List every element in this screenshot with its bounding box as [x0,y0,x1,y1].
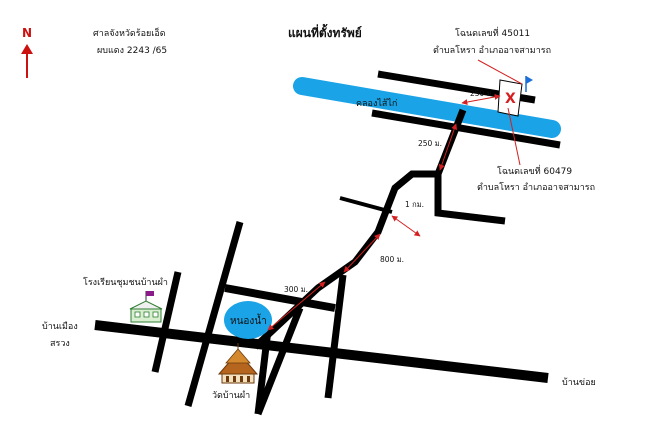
distance-label-5: 300 ม. [284,285,308,294]
distance-label-3: 1 กม. [405,200,424,209]
road-main-east-west [94,320,549,383]
pond: หนองน้ำ [224,301,272,339]
court-name: ศาลจังหวัดร้อยเอ็ด [93,26,166,39]
road-school-link [151,271,182,373]
village-west-label-line1: บ้านเมือง [42,321,78,332]
road-east-vertical [324,274,347,399]
temple-label: วัดบ้านผำ [212,390,250,401]
distance-arrows [267,94,501,331]
road-to-temple [254,329,272,415]
distance-label-2: 250 ม. [418,139,442,148]
village-east-label: บ้านข่อย [562,377,596,388]
pointer-lines [477,59,523,166]
case-reference: ผบแดง 2243 /65 [97,46,167,56]
deed-1-location: ตำบลโหรา อำเภออาจสามารถ [433,45,551,56]
deed-2-number: โฉนดเลขที่ 60479 [497,164,572,177]
deed-1-number: โฉนดเลขที่ 45011 [455,26,530,39]
deed-2-location: ตำบลโหรา อำเภออาจสามารถ [477,182,595,193]
village-west-label-line2: สรวง [50,339,70,349]
road-east-branch [434,174,506,225]
canal-water [293,77,561,138]
school-icon [129,291,163,323]
north-arrow: N [21,26,33,78]
road-crossing-north [339,196,393,214]
road-south-of-canal [371,109,561,149]
temple-icon [217,343,259,384]
distance-label-1: 250 ม. [470,89,494,98]
road-west-vertical [184,221,244,407]
distance-label-4: 800 ม. [380,255,404,264]
pond-label: หนองน้ำ [230,313,267,327]
property-mark: X [505,91,516,107]
canal-label: คลองไส้ไก่ [356,98,397,109]
north-label: N [22,26,32,40]
map-title: แผนที่ตั้งทรัพย์ [288,23,362,40]
school-label: โรงเรียนชุมชนบ้านผำ [83,277,168,288]
